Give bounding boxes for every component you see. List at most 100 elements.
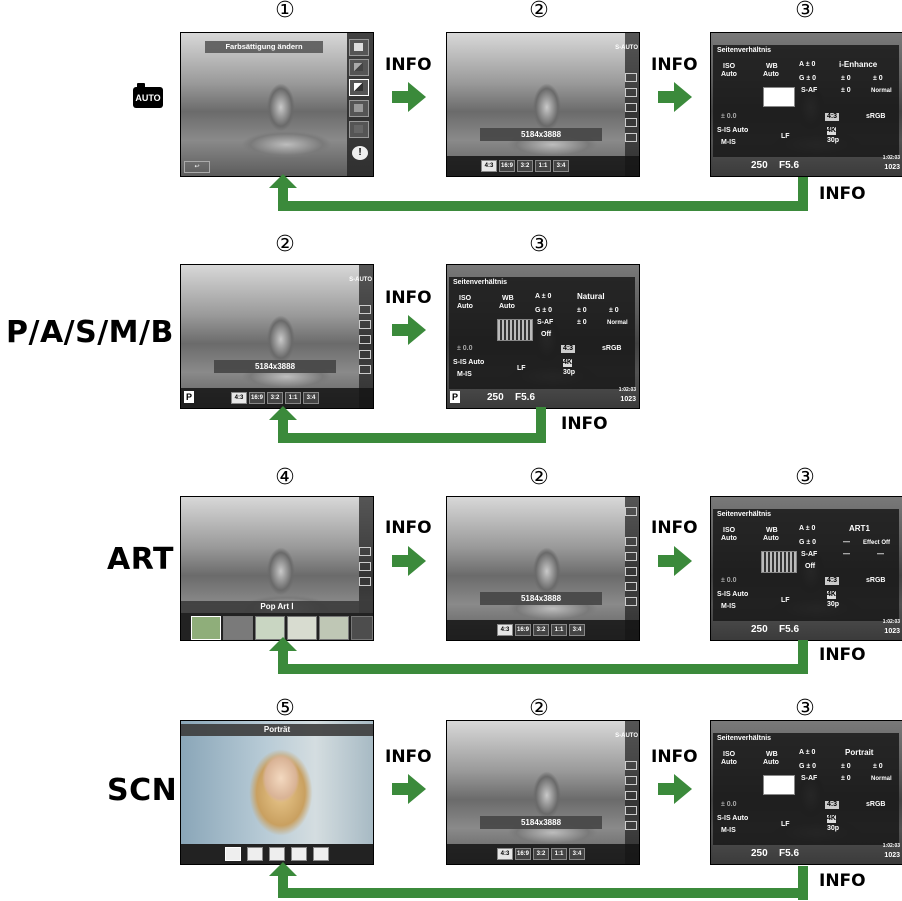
- guide-option-5[interactable]: [349, 121, 369, 138]
- aspect-ratio[interactable]: 4:3: [825, 801, 839, 809]
- art-effect[interactable]: Effect Off: [863, 539, 890, 547]
- contrast[interactable]: ± 0: [873, 763, 883, 771]
- iso-label[interactable]: ISO: [723, 751, 735, 759]
- ratio-option[interactable]: 1:1: [551, 848, 567, 860]
- sharpness[interactable]: ± 0: [577, 307, 587, 315]
- video-fps[interactable]: 30p: [563, 369, 575, 377]
- wb-value[interactable]: Auto: [763, 535, 779, 543]
- color-space[interactable]: sRGB: [866, 801, 885, 809]
- picture-mode[interactable]: Portrait: [845, 749, 873, 757]
- video-quality[interactable]: 4K: [563, 359, 572, 367]
- art-thumbnail[interactable]: [191, 616, 221, 640]
- guide-option-2[interactable]: [349, 59, 369, 76]
- wb-label[interactable]: WB: [766, 751, 778, 759]
- stabilizer[interactable]: S-IS Auto: [453, 359, 484, 367]
- ratio-option[interactable]: 4:3: [481, 160, 497, 172]
- picture-mode[interactable]: Natural: [577, 293, 605, 301]
- video-quality[interactable]: 4K: [827, 127, 836, 135]
- g-value[interactable]: G ± 0: [799, 75, 816, 83]
- color-space[interactable]: sRGB: [866, 113, 885, 121]
- aspect-ratio[interactable]: 4:3: [561, 345, 575, 353]
- scene-icon[interactable]: [313, 847, 329, 861]
- scene-icon[interactable]: [269, 847, 285, 861]
- ratio-option[interactable]: 3:2: [267, 392, 283, 404]
- iso-label[interactable]: ISO: [723, 63, 735, 71]
- ratio-option[interactable]: 1:1: [551, 624, 567, 636]
- saturation[interactable]: ± 0: [841, 775, 851, 783]
- video-fps[interactable]: 30p: [827, 601, 839, 609]
- face-priority[interactable]: Off: [805, 563, 815, 571]
- art-thumbnail[interactable]: [351, 616, 373, 640]
- art-thumbnail[interactable]: [319, 616, 349, 640]
- a-value[interactable]: A ± 0: [799, 749, 815, 757]
- ratio-option[interactable]: 16:9: [249, 392, 265, 404]
- wb-label[interactable]: WB: [502, 295, 514, 303]
- ratio-option[interactable]: 4:3: [231, 392, 247, 404]
- ratio-option[interactable]: 3:4: [569, 848, 585, 860]
- g-value[interactable]: G ± 0: [799, 763, 816, 771]
- g-value[interactable]: G ± 0: [799, 539, 816, 547]
- stabilizer[interactable]: S-IS Auto: [717, 127, 748, 135]
- guide-option-1[interactable]: [349, 39, 369, 56]
- art-thumbnail[interactable]: [223, 616, 253, 640]
- movie-stabilizer[interactable]: M-IS: [721, 139, 736, 147]
- video-quality[interactable]: 4K: [827, 591, 836, 599]
- face-priority[interactable]: Off: [541, 331, 551, 339]
- image-quality[interactable]: LF: [517, 365, 526, 373]
- video-fps[interactable]: 30p: [827, 137, 839, 145]
- af-mode[interactable]: S-AF: [801, 775, 817, 783]
- gradation[interactable]: Normal: [871, 775, 892, 783]
- wb-value[interactable]: Auto: [763, 759, 779, 767]
- ratio-option[interactable]: 1:1: [285, 392, 301, 404]
- color-space[interactable]: sRGB: [602, 345, 621, 353]
- scene-icon[interactable]: [225, 847, 241, 861]
- scene-icon[interactable]: [247, 847, 263, 861]
- stabilizer[interactable]: S-IS Auto: [717, 815, 748, 823]
- wb-value[interactable]: Auto: [763, 71, 779, 79]
- wb-label[interactable]: WB: [766, 63, 778, 71]
- movie-stabilizer[interactable]: M-IS: [457, 371, 472, 379]
- scene-icon[interactable]: [291, 847, 307, 861]
- contrast[interactable]: ± 0: [609, 307, 619, 315]
- ratio-option[interactable]: 16:9: [515, 848, 531, 860]
- aspect-ratio[interactable]: 4:3: [825, 113, 839, 121]
- sharpness[interactable]: —: [843, 539, 850, 547]
- ratio-option[interactable]: 3:4: [553, 160, 569, 172]
- picture-mode[interactable]: ART1: [849, 525, 870, 533]
- image-quality[interactable]: LF: [781, 821, 790, 829]
- sharpness[interactable]: ± 0: [841, 75, 851, 83]
- iso-value[interactable]: Auto: [457, 303, 473, 311]
- ratio-option[interactable]: 3:2: [517, 160, 533, 172]
- saturation[interactable]: ± 0: [577, 319, 587, 327]
- iso-value[interactable]: Auto: [721, 535, 737, 543]
- movie-stabilizer[interactable]: M-IS: [721, 603, 736, 611]
- iso-value[interactable]: Auto: [721, 759, 737, 767]
- ratio-option[interactable]: 3:4: [303, 392, 319, 404]
- help-icon[interactable]: !: [352, 146, 368, 160]
- stabilizer[interactable]: S-IS Auto: [717, 591, 748, 599]
- af-mode[interactable]: S-AF: [801, 87, 817, 95]
- color-space[interactable]: sRGB: [866, 577, 885, 585]
- a-value[interactable]: A ± 0: [535, 293, 551, 301]
- picture-mode[interactable]: i-Enhance: [839, 61, 877, 69]
- image-quality[interactable]: LF: [781, 133, 790, 141]
- video-fps[interactable]: 30p: [827, 825, 839, 833]
- image-quality[interactable]: LF: [781, 597, 790, 605]
- iso-value[interactable]: Auto: [721, 71, 737, 79]
- guide-option-3[interactable]: [349, 79, 369, 96]
- ratio-option[interactable]: 3:2: [533, 848, 549, 860]
- flash-comp[interactable]: ± 0.0: [457, 345, 473, 353]
- gradation[interactable]: Normal: [871, 87, 892, 95]
- video-quality[interactable]: 4K: [827, 815, 836, 823]
- contrast[interactable]: ± 0: [873, 75, 883, 83]
- af-mode[interactable]: S-AF: [801, 551, 817, 559]
- ratio-option[interactable]: 4:3: [497, 624, 513, 636]
- a-value[interactable]: A ± 0: [799, 61, 815, 69]
- ratio-option[interactable]: 3:4: [569, 624, 585, 636]
- saturation[interactable]: ± 0: [841, 87, 851, 95]
- movie-stabilizer[interactable]: M-IS: [721, 827, 736, 835]
- ratio-option[interactable]: 1:1: [535, 160, 551, 172]
- saturation[interactable]: —: [843, 551, 850, 559]
- gradation[interactable]: —: [877, 551, 884, 559]
- wb-label[interactable]: WB: [766, 527, 778, 535]
